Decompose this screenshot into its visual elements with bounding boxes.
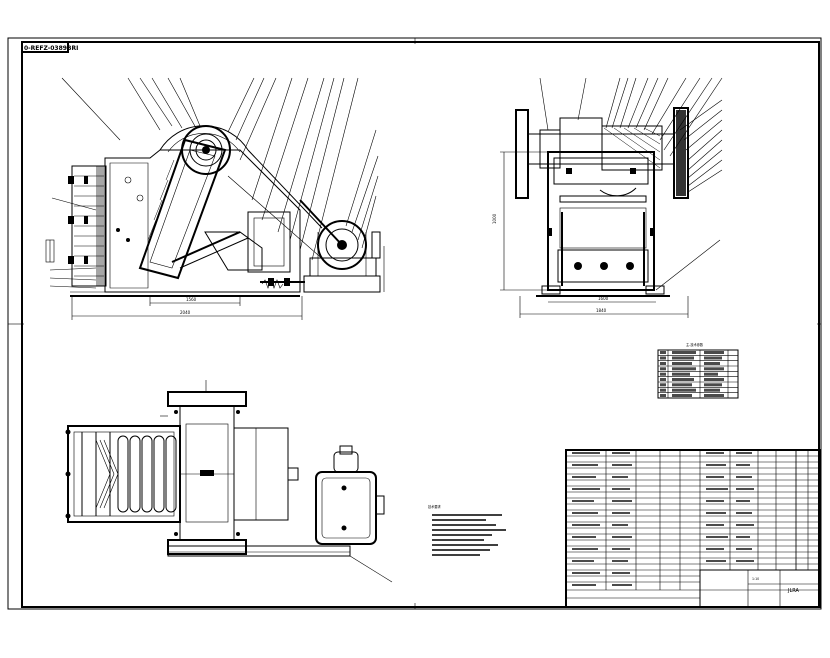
inner-border xyxy=(21,41,820,608)
front-dim-a: 1560 xyxy=(186,297,197,302)
front-view: 1560 2040 xyxy=(45,77,385,320)
sheet-name: JLRA xyxy=(787,588,800,594)
tech-notes: 技术要求 xyxy=(428,504,506,556)
outer-border xyxy=(7,37,822,610)
spec-table: 主-技术参数 xyxy=(657,342,739,399)
front-dim-b: 2040 xyxy=(180,310,191,315)
spec-table-caption: 主-技术参数 xyxy=(686,342,704,347)
title-tag-box xyxy=(21,41,69,53)
side-dim-a: 1600 xyxy=(598,296,609,301)
plan-view xyxy=(65,380,393,583)
side-view: 1600 1840 1000 xyxy=(492,77,723,318)
side-dim-c: 1000 xyxy=(492,213,497,224)
title-block: JLRA 1:10 xyxy=(565,449,821,608)
sheet-scale: 1:10 xyxy=(752,577,759,581)
side-dim-b: 1840 xyxy=(596,308,607,313)
title-tag: 0-REFZ-0389BRI xyxy=(24,45,78,52)
notes-heading: 技术要求 xyxy=(428,504,442,509)
